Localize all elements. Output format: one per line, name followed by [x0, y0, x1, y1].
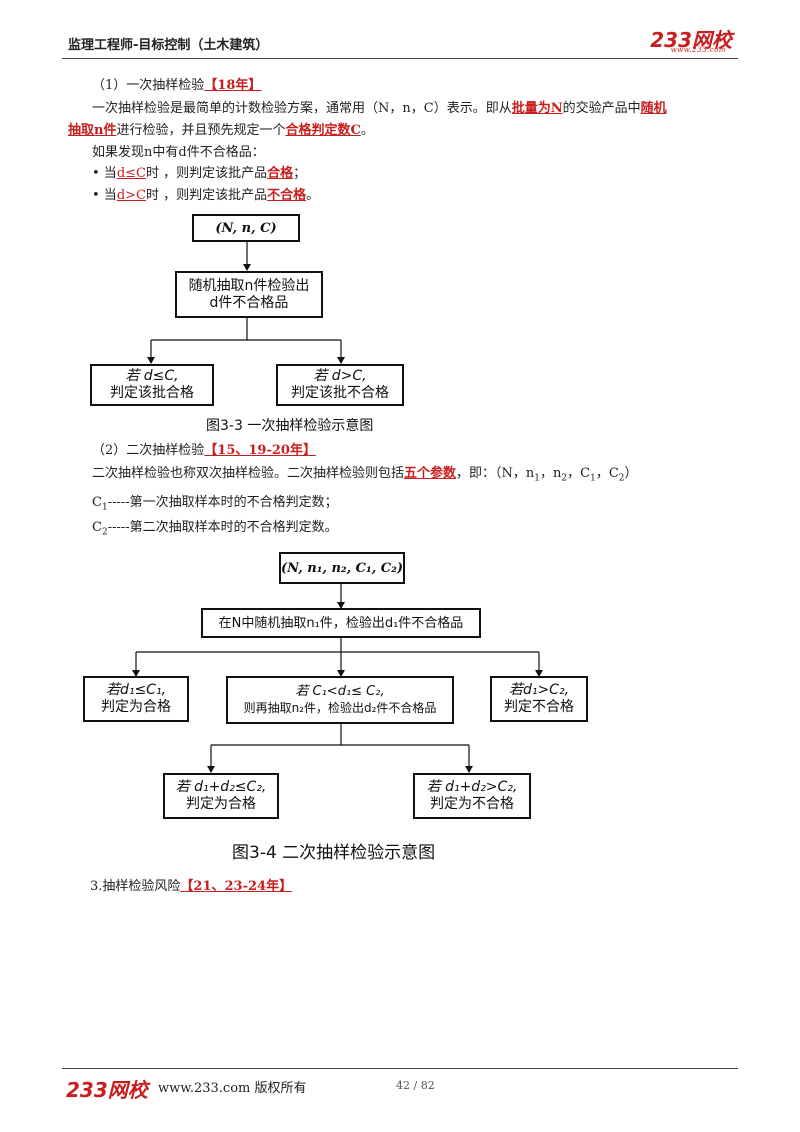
- text: • 当: [92, 166, 117, 181]
- fig3-caption: 图3-3 一次抽样检验示意图: [206, 418, 374, 434]
- footer-copyright: www.233.com 版权所有: [158, 1081, 307, 1096]
- text: 一次抽样检验是最简单的计数检验方案，通常用（N，n，C）表示。即从: [92, 101, 512, 116]
- subscript: 1: [101, 502, 108, 513]
- subscript: 1: [534, 473, 541, 484]
- section2-c2-def: C2-----第二次抽取样本时的不合格判定数。: [92, 518, 338, 543]
- section1-year-tag: 【18年】: [204, 78, 262, 93]
- page-number: 42 / 82: [396, 1079, 435, 1092]
- section1-heading-text: （1）一次抽样检验: [92, 78, 205, 93]
- fig3-box-sample-line1: 随机抽取n件检验出: [188, 277, 310, 294]
- section1-bullet1: • 当d≤C时 ，则判定该批产品合格；: [92, 164, 306, 184]
- fig4-box-second-sample: 若 C₁<d₁≤ C₂, 则再抽取n₂件，检验出d₂件不合格品: [226, 676, 454, 724]
- fig4-box-reject-second-line2: 判定为不合格: [430, 796, 514, 812]
- fig4-box-params: (N, n₁, n₂, C₁, C₂): [279, 552, 405, 584]
- fig4-caption: 图3-4 二次抽样检验示意图: [232, 843, 436, 863]
- fig3-box-accept-line1: 若 d≤C,: [125, 368, 179, 384]
- fig4-box-reject-second-line1: 若 d₁+d₂>C₂,: [426, 779, 518, 795]
- highlight-text: 五个参数: [404, 466, 457, 481]
- section2-c1-def: C1-----第一次抽取样本时的不合格判定数；: [92, 493, 338, 518]
- text: C: [92, 520, 102, 535]
- fig4-box-accept-second: 若 d₁+d₂≤C₂, 判定为合格: [163, 773, 279, 819]
- fig3-box-reject: 若 d>C, 判定该批不合格: [276, 364, 404, 406]
- text: 。: [306, 188, 320, 203]
- section1-heading: （1）一次抽样检验【18年】: [92, 76, 261, 96]
- fig3-box-params: (N, n, C): [192, 214, 300, 242]
- section2-heading: （2）二次抽样检验【15、19-20年】: [92, 441, 316, 461]
- highlight-text: 抽取n件: [68, 123, 117, 138]
- text: ；: [293, 166, 307, 181]
- fig4-box-reject-first-line2: 判定不合格: [504, 699, 574, 715]
- section2-heading-text: （2）二次抽样检验: [92, 443, 205, 458]
- fig4-box-params-text: (N, n₁, n₂, C₁, C₂): [281, 560, 403, 576]
- fig3-box-reject-line1: 若 d>C,: [313, 368, 367, 384]
- section1-para-line1: 一次抽样检验是最简单的计数检验方案，通常用（N，n，C）表示。即从批量为N的交验…: [92, 99, 667, 119]
- section2-para: 二次抽样检验也称双次抽样检验。二次抽样检验则包括五个参数，即：（N，n1，n2，…: [92, 464, 638, 489]
- fig4-box-reject-second: 若 d₁+d₂>C₂, 判定为不合格: [413, 773, 531, 819]
- text: -----第一次抽取样本时的不合格判定数；: [107, 495, 338, 510]
- fig3-box-sample: 随机抽取n件检验出 d件不合格品: [175, 271, 323, 318]
- fig3-box-params-text: (N, n, C): [215, 220, 277, 236]
- highlight-text: 随机: [640, 101, 667, 116]
- text: -----第二次抽取样本时的不合格判定数。: [107, 520, 338, 535]
- header-logo-url: www.233.com: [670, 46, 726, 54]
- fig3-box-reject-line2: 判定该批不合格: [291, 385, 389, 401]
- fig4-box-reject-first-line1: 若d₁>C₂,: [508, 682, 570, 698]
- text: C: [92, 495, 102, 510]
- highlight-text: d≤C: [116, 166, 146, 181]
- section3-heading-text: 3.抽样检验风险: [90, 879, 181, 894]
- text: ，C: [595, 466, 619, 481]
- fig4-box-sample1-text: 在N中随机抽取n₁件，检验出d₁件不合格品: [218, 615, 464, 631]
- text: ）: [624, 466, 638, 481]
- fig3-box-sample-line2: d件不合格品: [209, 294, 289, 311]
- text: 进行检验，并且预先规定一个: [116, 123, 286, 138]
- header-divider: [62, 58, 738, 59]
- fig4-box-reject-first: 若d₁>C₂, 判定不合格: [490, 676, 588, 722]
- fig3-box-accept: 若 d≤C, 判定该批合格: [90, 364, 214, 406]
- text: 时 ，则判定该批产品: [145, 188, 268, 203]
- text: • 当: [92, 188, 117, 203]
- text: ，n: [540, 466, 562, 481]
- section1-bullet2: • 当d>C时 ，则判定该批产品不合格。: [92, 186, 319, 206]
- highlight-text: 合格判定数C: [285, 123, 361, 138]
- header-title: 监理工程师-目标控制（土木建筑）: [68, 38, 269, 53]
- fig4-box-accept-first-line2: 判定为合格: [101, 699, 171, 715]
- section1-found: 如果发现n中有d件不合格品：: [92, 145, 265, 160]
- section2-year-tag: 【15、19-20年】: [204, 443, 316, 458]
- text: 。: [360, 123, 374, 138]
- fig4-box-accept-second-line2: 判定为合格: [186, 796, 256, 812]
- subscript: 2: [618, 473, 625, 484]
- fig4-box-accept-first-line1: 若d₁≤C₁,: [105, 682, 167, 698]
- highlight-text: d>C: [116, 188, 146, 203]
- text: 时 ，则判定该批产品: [145, 166, 268, 181]
- highlight-text: 批量为N: [511, 101, 563, 116]
- fig3-box-accept-line2: 判定该批合格: [110, 385, 194, 401]
- fig4-box-sample1: 在N中随机抽取n₁件，检验出d₁件不合格品: [201, 608, 481, 638]
- text: 二次抽样检验也称双次抽样检验。二次抽样检验则包括: [92, 466, 405, 481]
- subscript: 2: [561, 473, 568, 484]
- text: ，C: [567, 466, 591, 481]
- section3-heading: 3.抽样检验风险【21、23-24年】: [90, 877, 292, 897]
- fig4-box-second-sample-line2: 则再抽取n₂件，检验出d₂件不合格品: [243, 701, 437, 715]
- subscript: 1: [590, 473, 596, 484]
- section3-year-tag: 【21、23-24年】: [180, 879, 293, 894]
- subscript: 2: [101, 527, 108, 538]
- section1-para-line2: 抽取n件进行检验，并且预先规定一个合格判定数C。: [68, 121, 374, 141]
- highlight-text: 不合格: [267, 188, 307, 203]
- footer-logo: 233网校: [66, 1078, 148, 1102]
- text: ，即：（N，n: [456, 466, 535, 481]
- fig4-box-accept-first: 若d₁≤C₁, 判定为合格: [83, 676, 189, 722]
- fig4-box-accept-second-line1: 若 d₁+d₂≤C₂,: [175, 779, 267, 795]
- text: 的交验产品中: [562, 101, 641, 116]
- footer-divider: [62, 1068, 738, 1069]
- header-logo: 233网校: [650, 28, 732, 52]
- fig4-box-second-sample-line1: 若 C₁<d₁≤ C₂,: [295, 684, 385, 699]
- highlight-text: 合格: [267, 166, 294, 181]
